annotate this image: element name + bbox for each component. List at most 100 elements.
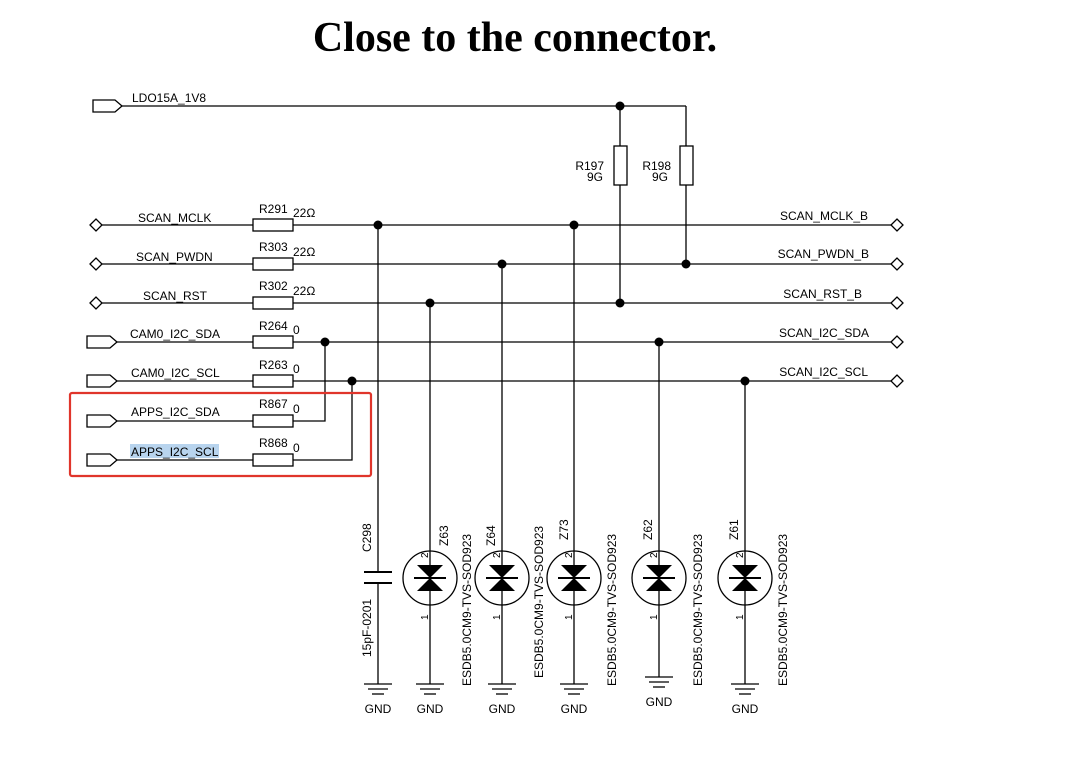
diode-icon [417, 565, 443, 578]
bidir-port-icon [890, 257, 904, 271]
bidir-port-icon [89, 218, 103, 232]
input-port-icon [86, 335, 118, 349]
resistor-value: 22Ω [293, 284, 315, 298]
tvs-part: ESDB5.0CM9-TVS-SOD923 [532, 526, 546, 678]
resistor-value: 0 [293, 402, 300, 416]
pin-number: 2 [492, 552, 503, 558]
net-scan-pwdn: SCAN_PWDN R303 22Ω SCAN_PWDN_B [89, 240, 904, 271]
diode-icon [732, 565, 758, 578]
pullup-r198: R198 9G [642, 145, 694, 264]
diode-icon [489, 578, 515, 591]
resistor-value: 0 [293, 323, 300, 337]
resistor-value: 22Ω [293, 206, 315, 220]
resistor-body-icon [252, 257, 294, 271]
diode-icon [489, 565, 515, 578]
resistor-ref: R263 [259, 358, 288, 372]
tvs-ref: Z61 [727, 519, 741, 540]
net-label: APPS_I2C_SCL [131, 445, 219, 459]
highlight-box [68, 391, 373, 478]
ground-label: GND [489, 702, 516, 716]
junction-dot [681, 259, 691, 269]
tvs-part: ESDB5.0CM9-TVS-SOD923 [460, 534, 474, 686]
net-label: SCAN_I2C_SDA [779, 326, 869, 340]
resistor-ref: R302 [259, 279, 288, 293]
resistor-ref: R197 [575, 159, 604, 173]
resistor-ref: R867 [259, 397, 288, 411]
tvs-ref: Z64 [484, 525, 498, 546]
resistor-value: 0 [293, 441, 300, 455]
tvs-ref: Z63 [437, 525, 451, 546]
net-label: SCAN_I2C_SCL [779, 365, 868, 379]
pin-number: 2 [735, 552, 746, 558]
input-port-icon [86, 374, 118, 388]
ground-label: GND [561, 702, 588, 716]
resistor-ref: R291 [259, 202, 288, 216]
pin-number: 1 [420, 614, 431, 620]
net-label: SCAN_RST_B [783, 287, 862, 301]
resistor-value: 9G [587, 170, 603, 184]
pin-number: 2 [649, 552, 660, 558]
ground-label: GND [417, 702, 444, 716]
tvs-z63: Z63 ESDB5.0CM9-TVS-SOD923 2 1 GND [402, 303, 474, 716]
tvs-z73: Z73 ESDB5.0CM9-TVS-SOD923 2 1 GND [546, 225, 619, 716]
resistor-ref: R303 [259, 240, 288, 254]
diode-icon [646, 578, 672, 591]
resistor-body-icon [252, 453, 294, 467]
ground-label: GND [732, 702, 759, 716]
resistor-body-icon [679, 145, 694, 186]
supply-net: LDO15A_1V8 [92, 91, 687, 146]
tvs-part: ESDB5.0CM9-TVS-SOD923 [605, 534, 619, 686]
tvs-z64: Z64 ESDB5.0CM9-TVS-SOD923 2 1 GND [474, 264, 546, 716]
pin-number: 1 [492, 614, 503, 620]
bidir-port-icon [890, 296, 904, 310]
resistor-value: 0 [293, 362, 300, 376]
tvs-ref: Z73 [557, 519, 571, 540]
net-label: SCAN_PWDN [136, 250, 213, 264]
resistor-body-icon [252, 218, 294, 232]
net-label: SCAN_PWDN_B [778, 247, 869, 261]
pin-number: 1 [735, 614, 746, 620]
bidir-port-icon [890, 218, 904, 232]
net-cam0-i2c-sda: CAM0_I2C_SDA R264 0 SCAN_I2C_SDA [86, 319, 904, 349]
tvs-z62: Z62 ESDB5.0CM9-TVS-SOD923 2 1 GND [631, 342, 705, 709]
resistor-body-icon [252, 335, 294, 349]
net-label: APPS_I2C_SDA [131, 405, 220, 419]
diode-icon [561, 565, 587, 578]
ground-label: GND [365, 702, 392, 716]
diode-icon [646, 565, 672, 578]
tvs-z61: Z61 ESDB5.0CM9-TVS-SOD923 2 1 GND [717, 381, 790, 716]
resistor-value: 22Ω [293, 245, 315, 259]
ground-icon [731, 683, 759, 695]
ground-icon [560, 683, 588, 695]
net-label: SCAN_RST [143, 289, 208, 303]
tvs-part: ESDB5.0CM9-TVS-SOD923 [691, 534, 705, 686]
ground-icon [416, 683, 444, 695]
diode-icon [417, 578, 443, 591]
net-label: CAM0_I2C_SDA [130, 327, 220, 341]
pin-number: 2 [564, 552, 575, 558]
input-port-icon [92, 99, 123, 113]
supply-net-label: LDO15A_1V8 [132, 91, 206, 105]
bidir-port-icon [890, 374, 904, 388]
net-apps-i2c-scl: APPS_I2C_SCL R868 0 [86, 381, 353, 467]
bidir-port-icon [89, 257, 103, 271]
page-title: Close to the connector. [312, 15, 718, 61]
resistor-body-icon [252, 374, 294, 388]
net-scan-mclk: SCAN_MCLK R291 22Ω SCAN_MCLK_B [89, 202, 904, 232]
net-cam0-i2c-scl: CAM0_I2C_SCL R263 0 SCAN_I2C_SCL [86, 358, 904, 388]
text-selection-highlight [130, 444, 219, 458]
capacitor-c298: C298 15pF-0201 GND [360, 225, 392, 716]
bidir-port-icon [89, 296, 103, 310]
net-apps-i2c-sda: APPS_I2C_SDA R867 0 [86, 342, 326, 428]
ground-icon [488, 683, 516, 695]
tvs-part: ESDB5.0CM9-TVS-SOD923 [776, 534, 790, 686]
resistor-body-icon [252, 296, 294, 310]
capacitor-value: 15pF-0201 [360, 599, 374, 657]
resistor-body-icon [613, 145, 628, 186]
net-label: SCAN_MCLK_B [780, 209, 868, 223]
net-label: SCAN_MCLK [138, 211, 211, 225]
junction-dot [615, 298, 625, 308]
ground-icon [645, 676, 673, 688]
resistor-body-icon [252, 414, 294, 428]
